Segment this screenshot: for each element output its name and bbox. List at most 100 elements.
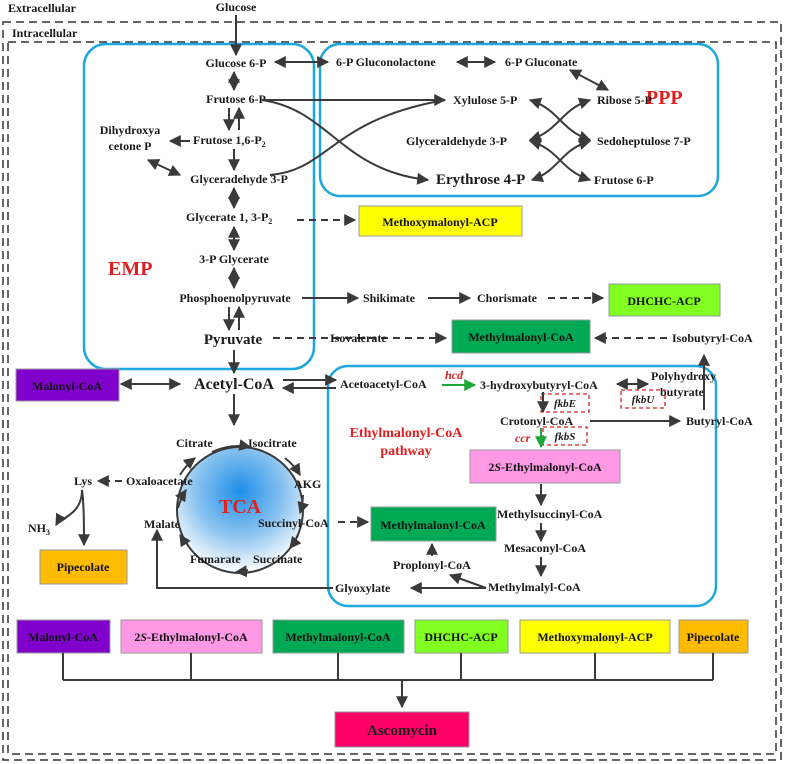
akg: AKG bbox=[294, 477, 321, 491]
bottom-malonyl-coa-label: Malonyl-CoA bbox=[28, 630, 98, 644]
acetyl-coa: Acetyl-CoA bbox=[194, 376, 274, 393]
ethylmalonyl-label-line2: pathway bbox=[380, 444, 431, 459]
tca-label: TCA bbox=[219, 496, 262, 518]
arrow-sedoheptulose-erythrose bbox=[530, 138, 592, 183]
bottom-methylmalonyl-coa-label: Methylmalonyl-CoA bbox=[285, 630, 391, 644]
ascomycin-box: Ascomycin bbox=[334, 711, 470, 748]
enzyme-fkbS: fkbS bbox=[555, 431, 576, 443]
dhchc-acp-label: DHCHC-ACP bbox=[627, 294, 700, 308]
ppp-module-box bbox=[318, 42, 720, 198]
chorismate: Chorismate bbox=[477, 291, 538, 305]
bottom-ethylmalonyl-coa-box: 2S-Ethylmalonyl-CoA bbox=[120, 619, 263, 654]
butyryl-coa: Butyryl-CoA bbox=[686, 414, 753, 428]
ribose-5p: Ribose 5-P bbox=[597, 93, 652, 107]
intracellular-border bbox=[7, 41, 777, 755]
bottom-methoxymalonyl-acp-label: Methoxymalonyl-ACP bbox=[537, 630, 652, 644]
acetoacetyl-coa: Acetoacetyl-CoA bbox=[340, 377, 427, 391]
bottom-ethylmalonyl-coa-label: 2S-Ethylmalonyl-CoA bbox=[134, 630, 248, 644]
erythrose-4p: Erythrose 4-P bbox=[436, 172, 525, 188]
fkbS-box bbox=[542, 426, 588, 446]
assembly-lines bbox=[62, 653, 714, 709]
crotonyl-coa: Crotonyl-CoA bbox=[500, 414, 573, 428]
dhap-line1: Dihydroxya bbox=[100, 123, 160, 137]
arrow-methylmalyl-propionyl bbox=[448, 573, 487, 589]
fkbU-box bbox=[620, 389, 666, 409]
glycerate-3p: 3-P Glycerate bbox=[199, 252, 269, 266]
glucose-label: Glucose bbox=[216, 0, 257, 14]
intracellular-label: Intracellular bbox=[12, 26, 78, 40]
ethylmalonyl-module-box bbox=[326, 364, 718, 608]
arrow-gluconate-ribose5p bbox=[568, 69, 610, 91]
arc-citrate-isocitrate bbox=[211, 439, 252, 453]
fructose-6p: Frutose 6-P bbox=[206, 92, 266, 106]
bottom-pipecolate-box: Pipecolate bbox=[678, 619, 749, 654]
glyoxylate: Glyoxylate bbox=[335, 581, 391, 595]
gluconolactone: 6-P Gluconolactone bbox=[336, 55, 436, 69]
bottom-methylmalonyl-coa-box: Methylmalonyl-CoA bbox=[272, 619, 405, 654]
methylsuccinyl-coa: Methylsuccinyl-CoA bbox=[497, 507, 603, 521]
arc-succinylcoa-succinate bbox=[289, 534, 302, 549]
arrow-lys-pipecolate bbox=[77, 489, 90, 547]
fructose-6p-ppp: Frutose 6-P bbox=[594, 173, 654, 187]
methylmalyl-coa: Methylmalyl-CoA bbox=[488, 580, 581, 594]
enzyme-fkbE: fkbE bbox=[554, 398, 576, 410]
glucose-6p: Glucose 6-P bbox=[206, 56, 267, 70]
sedoheptulose-7p: Sedoheptulose 7-P bbox=[597, 134, 691, 148]
methylmalonyl-coa-box-mid: Methylmalonyl-CoA bbox=[370, 506, 497, 542]
citrate: Citrate bbox=[176, 436, 213, 450]
enzyme-ccr: ccr bbox=[515, 431, 531, 445]
fumarate: Fumarate bbox=[190, 552, 241, 566]
mesaconyl-coa: Mesaconyl-CoA bbox=[504, 541, 586, 555]
arc-succinate-fumarate bbox=[234, 565, 249, 578]
pyruvate: Pyruvate bbox=[204, 332, 263, 348]
methoxymalonyl-acp-label: Methoxymalonyl-ACP bbox=[382, 215, 497, 229]
bottom-malonyl-coa-box: Malonyl-CoA bbox=[16, 619, 111, 654]
isocitrate: Isocitrate bbox=[248, 436, 297, 450]
malonyl-coa-box-left: Malonyl-CoA bbox=[15, 368, 120, 402]
glyceraldehyde-3p: Glyceradehyde 3-P bbox=[190, 172, 288, 186]
arc-fumarate-malate bbox=[179, 533, 191, 548]
oxaloacetate: Oxaloacetate bbox=[126, 474, 193, 488]
dhap-line2: cetone P bbox=[109, 139, 152, 153]
arc-malate-oxaloacetate bbox=[175, 488, 187, 509]
nh3: NH3 bbox=[28, 521, 50, 537]
ethylmalonyl-label-line1: Ethylmalonyl-CoA bbox=[350, 426, 464, 441]
ascomycin-label: Ascomycin bbox=[367, 723, 438, 739]
polyhydroxy-line1: Polyhydroxy bbox=[651, 369, 716, 383]
arrow-lys-nh3 bbox=[55, 489, 83, 527]
enzyme-fkbU: fkbU bbox=[632, 394, 656, 406]
methylmalonyl-coa-label-mid: Methylmalonyl-CoA bbox=[380, 518, 486, 532]
arc-oxaloacetate-citrate bbox=[179, 457, 196, 476]
succinate: Succinate bbox=[253, 552, 303, 566]
malate: Malate bbox=[144, 517, 181, 531]
emp-module-box bbox=[82, 42, 316, 371]
arrow-dhap-g3p bbox=[146, 159, 182, 176]
fructose-16p2: Frutose 1,6-P2 bbox=[193, 133, 266, 149]
glyceraldehyde-3p-ppp: Glyceraldehyde 3-P bbox=[406, 134, 507, 148]
propionyl-coa: Proplonyl-CoA bbox=[393, 558, 471, 572]
pipecolate-label-left: Pipecolate bbox=[57, 560, 110, 574]
methylmalonyl-coa-label-top: Methylmalonyl-CoA bbox=[468, 330, 574, 344]
xylulose-5p: Xylulose 5-P bbox=[453, 93, 517, 107]
pipecolate-box-left: Pipecolate bbox=[39, 549, 128, 585]
emp-label: EMP bbox=[108, 258, 152, 280]
hydroxybutyryl-coa: 3-hydroxybutyryl-CoA bbox=[480, 378, 598, 392]
arrow-ribose-g3p bbox=[528, 97, 592, 143]
extracellular-label: Extracellular bbox=[8, 1, 77, 15]
succinyl-coa: Succinyl-CoA bbox=[258, 516, 329, 530]
bottom-dhchc-acp-box: DHCHC-ACP bbox=[414, 619, 509, 654]
isobutyryl-coa: Isobutyryl-CoA bbox=[672, 331, 753, 345]
arc-isocitrate-akg bbox=[284, 457, 301, 477]
arrow-f6p-erythrose bbox=[261, 99, 430, 185]
bottom-methoxymalonyl-acp-box: Methoxymalonyl-ACP bbox=[519, 619, 671, 654]
arc-akg-succinylcoa bbox=[297, 494, 310, 515]
enzyme-hcd: hcd bbox=[445, 368, 464, 382]
bottom-dhchc-acp-label: DHCHC-ACP bbox=[424, 630, 497, 644]
curve-g3p-xylulose bbox=[269, 99, 446, 176]
methoxymalonyl-acp-box: Methoxymalonyl-ACP bbox=[358, 205, 523, 237]
isovalerate: Isovalerate bbox=[330, 331, 387, 345]
ethylmalonyl-coa-label: 2S-Ethylmalonyl-CoA bbox=[488, 460, 602, 474]
ethylmalonyl-coa-box: 2S-Ethylmalonyl-CoA bbox=[469, 449, 621, 484]
